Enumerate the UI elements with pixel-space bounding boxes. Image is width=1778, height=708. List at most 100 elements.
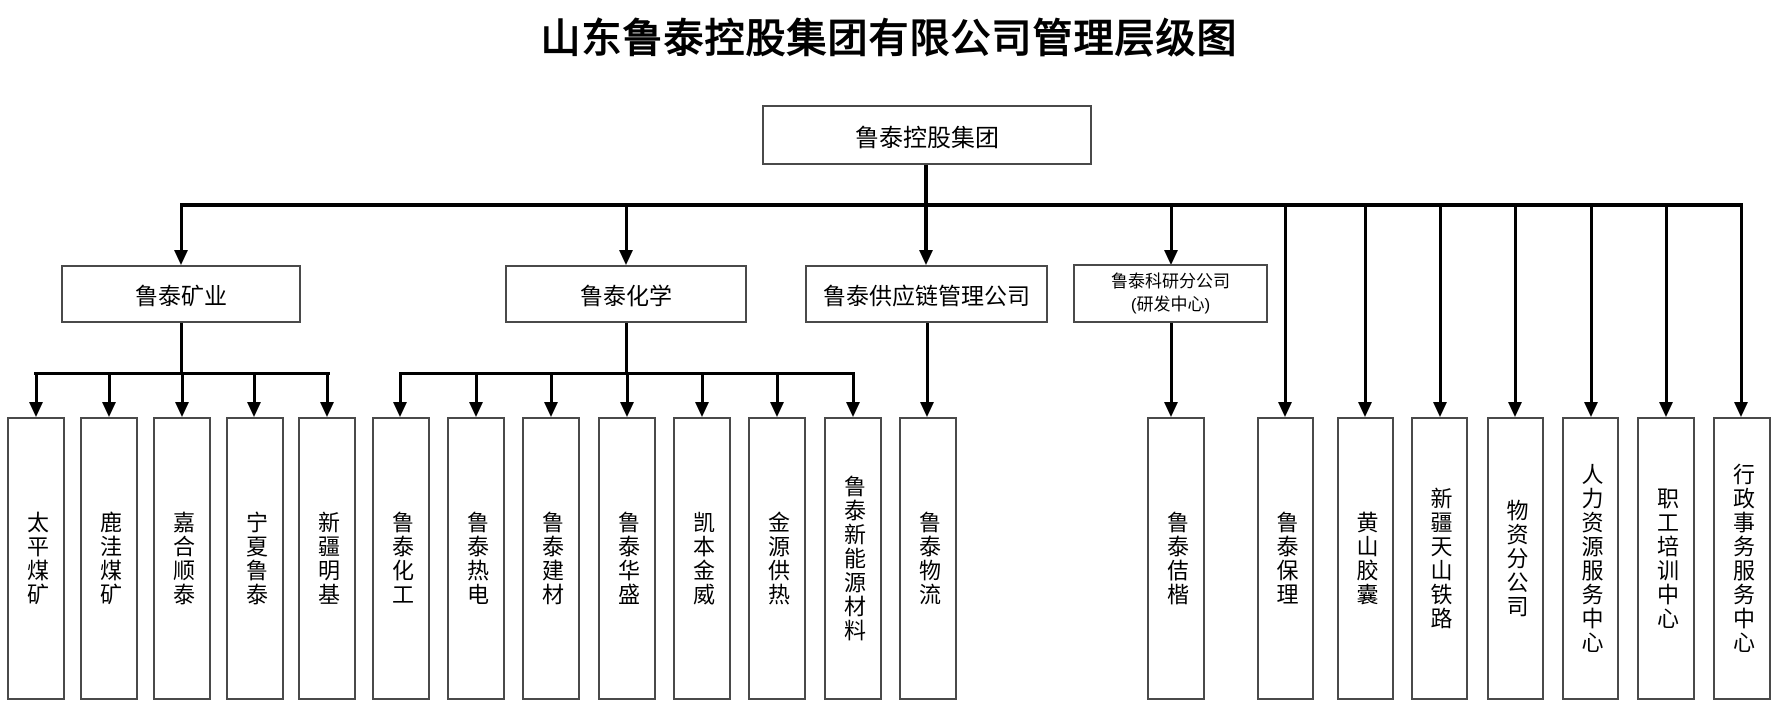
arrowhead [1358, 402, 1372, 417]
drop-line [926, 323, 929, 402]
node-label: 职工培训中心 [1654, 486, 1679, 631]
drop-line [1170, 323, 1173, 402]
node-xinjiang-mingji: 新疆明基 [298, 417, 356, 700]
arrowhead [846, 402, 860, 417]
arrowhead [920, 402, 934, 417]
drop-line [550, 373, 553, 402]
node-label: 鲁泰物流 [916, 510, 941, 607]
arrowhead [1734, 402, 1748, 417]
node-lutai-holding-group: 鲁泰控股集团 [762, 105, 1092, 165]
arrowhead [320, 402, 334, 417]
node-label-line2: (研发中心) [1130, 294, 1211, 314]
drop-line [1284, 205, 1287, 402]
node-lutai-logistics: 鲁泰物流 [899, 417, 957, 700]
node-label: 鲁泰矿业 [135, 283, 227, 309]
node-label: 鲁泰建材 [539, 510, 564, 607]
node-jinyuan-heating: 金源供热 [748, 417, 806, 700]
arrowhead [29, 402, 43, 417]
drop-line [326, 373, 329, 402]
arrowhead [247, 402, 261, 417]
node-lutai-thermal-power: 鲁泰热电 [447, 417, 505, 700]
node-kaiben-jinwei: 凯本金威 [673, 417, 731, 700]
node-label: 物资分公司 [1503, 498, 1529, 619]
node-huangshan-capsule: 黄山胶囊 [1337, 417, 1394, 700]
node-label: 鲁泰保理 [1273, 510, 1299, 607]
arrowhead [1584, 402, 1598, 417]
node-lutai-mining: 鲁泰矿业 [61, 265, 301, 323]
node-lutai-factoring: 鲁泰保理 [1257, 417, 1314, 700]
node-admin-affairs-service-center: 行政事务服务中心 [1713, 417, 1771, 700]
node-label: 嘉合顺泰 [170, 510, 195, 607]
node-taiping-coal-mine: 太平煤矿 [7, 417, 65, 700]
arrowhead [695, 402, 709, 417]
node-label: 鲁泰化工 [389, 510, 414, 607]
chart-title: 山东鲁泰控股集团有限公司管理层级图 [540, 16, 1238, 61]
node-label: 金源供热 [765, 510, 790, 607]
arrowhead [1433, 402, 1447, 417]
drop-line [399, 373, 402, 402]
drop-line [35, 373, 38, 402]
drop-line [1740, 205, 1743, 402]
arrowhead [174, 250, 188, 265]
drop-line [1514, 205, 1517, 402]
node-label: 鲁泰供应链管理公司 [823, 283, 1030, 309]
drop-line [475, 373, 478, 402]
drop-line [108, 373, 111, 402]
drop-line [1439, 205, 1442, 402]
arrowhead [1164, 402, 1178, 417]
node-label: 鲁泰化学 [580, 283, 672, 309]
drop-line [1170, 205, 1173, 250]
arrowhead [620, 402, 634, 417]
drop-line [852, 373, 855, 402]
arrowhead [1164, 250, 1178, 265]
node-xinjiang-tianshan-railway: 新疆天山铁路 [1411, 417, 1468, 700]
arrowhead [919, 250, 933, 265]
arrowhead [469, 402, 483, 417]
node-hr-service-center: 人力资源服务中心 [1562, 417, 1619, 700]
arrowhead [102, 402, 116, 417]
node-lutai-huasheng: 鲁泰华盛 [598, 417, 656, 700]
node-lutai-chemistry: 鲁泰化学 [505, 265, 747, 323]
node-label: 黄山胶囊 [1353, 510, 1379, 607]
node-lutai-building-materials: 鲁泰建材 [522, 417, 580, 700]
drop-line [253, 373, 256, 402]
node-jiahe-shuntai: 嘉合顺泰 [153, 417, 211, 700]
node-label: 鲁泰科研分公司 [1111, 271, 1230, 291]
node-luwa-coal-mine: 鹿洼煤矿 [80, 417, 138, 700]
arrowhead [1278, 402, 1292, 417]
root-stem-line [924, 165, 928, 250]
node-lutai-research-branch: 鲁泰科研分公司 (研发中心) [1073, 264, 1268, 323]
trunk-line [180, 203, 1743, 207]
drop-line [180, 205, 183, 250]
drop-line [1590, 205, 1593, 402]
branch-stem-line [180, 323, 183, 374]
node-label: 太平煤矿 [24, 510, 49, 607]
node-lutai-supply-chain: 鲁泰供应链管理公司 [805, 265, 1048, 323]
node-lutai-jikai: 鲁泰佶楷 [1147, 417, 1205, 700]
branch-stem-line [625, 323, 628, 374]
node-label: 人力资源服务中心 [1578, 462, 1604, 655]
node-label: 鲁泰热电 [464, 510, 489, 607]
arrowhead [1659, 402, 1673, 417]
drop-line [1665, 205, 1668, 402]
node-lutai-chemical: 鲁泰化工 [372, 417, 430, 700]
drop-line [776, 373, 779, 402]
arrowhead [1508, 402, 1522, 417]
drop-line [181, 373, 184, 402]
node-lutai-new-energy-materials: 鲁泰新能源材料 [824, 417, 882, 700]
node-label: 凯本金威 [690, 510, 715, 607]
node-label: 鲁泰佶楷 [1164, 510, 1189, 607]
drop-line [625, 205, 628, 250]
node-label: 鲁泰控股集团 [855, 124, 999, 152]
node-label: 宁夏鲁泰 [243, 510, 268, 607]
arrowhead [770, 402, 784, 417]
node-label: 新疆明基 [315, 510, 340, 607]
arrowhead [544, 402, 558, 417]
drop-line [701, 373, 704, 402]
drop-line [1364, 205, 1367, 402]
node-materials-branch: 物资分公司 [1487, 417, 1544, 700]
arrowhead [619, 250, 633, 265]
node-label: 鲁泰新能源材料 [841, 474, 866, 643]
node-label: 鹿洼煤矿 [97, 510, 122, 607]
